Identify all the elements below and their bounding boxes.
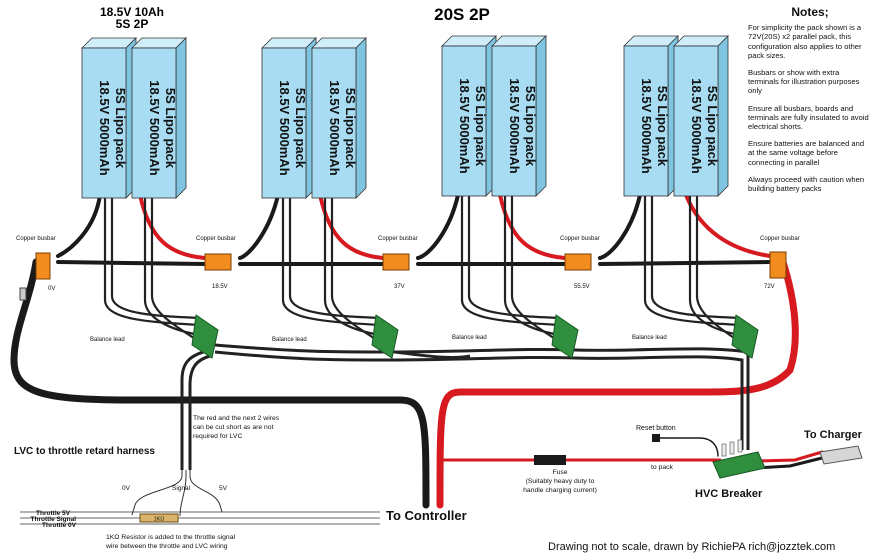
battery-label-5b: 5S Lipo pack [473,86,488,167]
battery-label-4a: 18.5V 5000mAh [327,80,342,175]
resistor-label: 1KΩ [154,517,165,523]
note-item: Busbars or show with extra terminals for… [748,68,860,96]
battery-label-2b: 5S Lipo pack [163,88,178,169]
lvc-harness [20,470,380,525]
lvc-title: LVC to throttle retard harness [14,446,155,457]
battery-label-8b: 5S Lipo pack [705,86,720,167]
battery-label-1a: 18.5V 5000mAh [97,80,112,175]
battery-label-1b: 5S Lipo pack [113,88,128,169]
to-charger-label: To Charger [804,429,863,441]
fuse-note-1: (Suitably heavy duty to [526,478,595,485]
lvc-wire-note-3: required for LVC [193,433,242,440]
lvc-wire-note-1: The red and the next 2 wires [193,415,280,422]
busbar-label-5: Copper busbar [760,236,800,242]
balance-label-3: Balance lead [452,335,487,341]
battery-label-3b: 5S Lipo pack [293,88,308,169]
battery-label-6b: 5S Lipo pack [523,86,538,167]
pack-spec-line1: 18.5V 10Ah [100,5,164,19]
balance-label-1: Balance lead [90,337,125,343]
notes-panel: Notes; For simplicity the pack shown is … [748,5,872,201]
busbar-label-3: Copper busbar [378,236,418,242]
to-controller-label: To Controller [386,508,467,523]
fuse-note-2: handle charging current) [523,487,597,494]
busbar-label-1: Copper busbar [16,236,56,242]
pack-spec-line2: 5S 2P [116,17,149,31]
note-item: Always proceed with caution when buildin… [748,174,865,194]
resistor-note-1: 1KΩ Resistor is added to the throttle si… [106,534,235,541]
throttle-0v-label: Throttle 0V [42,522,77,529]
lvc-wire-0v: 0V [122,485,131,492]
resistor-note-2: wire between the throttle and LVC wiring [105,543,228,550]
throttle-signal-label: Throttle Signal [31,516,77,523]
battery-label-6a: 18.5V 5000mAh [507,78,522,173]
voltage-tap-4: 55.5V [574,284,590,290]
note-item: Ensure all busbars, boards and terminals… [748,103,869,132]
lvc-wire-note-2: can be cut short as are not [193,424,274,431]
note-item: For simplicity the pack shown is a 72V(2… [748,23,862,60]
config-title: 20S 2P [434,5,490,24]
busbar-connectors [19,251,787,301]
battery-label-2a: 18.5V 5000mAh [147,80,162,175]
battery-label-8a: 18.5V 5000mAh [689,78,704,173]
footer-credit: Drawing not to scale, drawn by RichiePA … [548,541,835,553]
busbar-label-2: Copper busbar [196,236,236,242]
throttle-5v-label: Throttle 5V [36,510,71,517]
battery-label-4b: 5S Lipo pack [343,88,358,169]
note-item: Ensure batteries are balanced and at the… [748,139,865,167]
notes-title: Notes; [791,5,829,19]
balance-boards [191,314,759,359]
voltage-tap-5: 72V [764,284,775,290]
voltage-tap-2: 18.5V [212,284,228,290]
hvc-breaker-label: HVC Breaker [695,488,763,500]
to-pack-label: to pack [651,464,674,471]
battery-label-3a: 18.5V 5000mAh [277,80,292,175]
voltage-tap-1: 0V [48,286,55,292]
battery-label-7a: 18.5V 5000mAh [639,78,654,173]
voltage-tap-3: 37V [394,284,405,290]
balance-label-4: Balance lead [632,335,667,341]
charge-circuit [438,434,863,479]
balance-leads [103,195,750,470]
battery-label-7b: 5S Lipo pack [655,86,670,167]
lvc-wire-5v: 5V [219,485,228,492]
reset-button-label: Reset button [636,425,676,432]
battery-label-5a: 18.5V 5000mAh [457,78,472,173]
busbar-label-4: Copper busbar [560,236,600,242]
fuse-label: Fuse [552,469,567,476]
lvc-wire-signal: Signal [172,485,191,492]
balance-label-2: Balance lead [272,337,307,343]
